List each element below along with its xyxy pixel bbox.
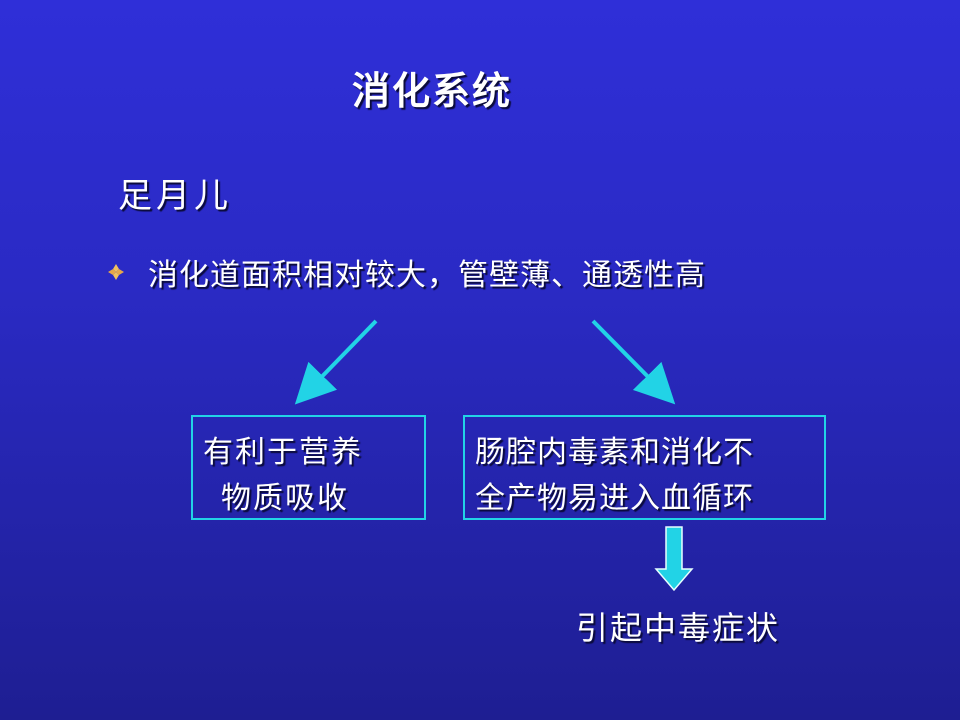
box-benefit: 有利于营养 物质吸收 <box>191 415 426 520</box>
slide-title: 消化系统 <box>352 68 513 113</box>
box-benefit-line2: 物质吸收 <box>221 481 349 516</box>
arrow-down-block <box>654 526 694 592</box>
box-benefit-line1: 有利于营养 <box>203 435 363 470</box>
box-risk-line1: 肠腔内毒素和消化不 <box>475 435 754 470</box>
diamond-bullet-icon <box>108 264 124 280</box>
arrow-left-diagonal <box>294 319 378 405</box>
conclusion-text: 引起中毒症状 <box>576 609 781 647</box>
box-risk-line2: 全产物易进入血循环 <box>475 481 754 516</box>
bullet-text: 消化道面积相对较大，管壁薄、通透性高 <box>148 258 706 293</box>
arrow-right-diagonal <box>591 319 676 405</box>
slide-subtitle: 足月儿 <box>118 176 232 216</box>
box-risk: 肠腔内毒素和消化不 全产物易进入血循环 <box>463 415 826 520</box>
